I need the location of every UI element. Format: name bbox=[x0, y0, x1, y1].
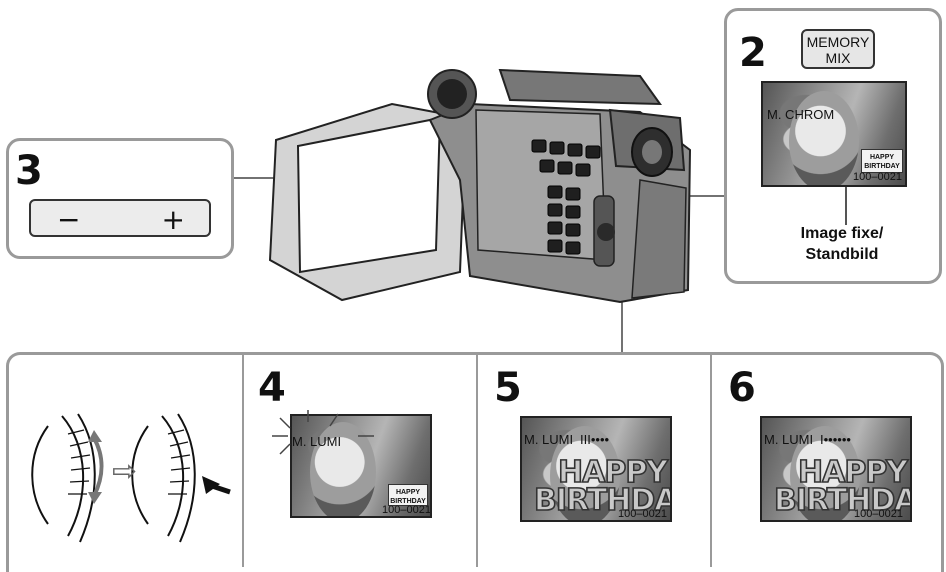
divider-3 bbox=[710, 352, 712, 567]
step-number: 3 bbox=[15, 151, 43, 191]
level-indicator: I•••••• bbox=[820, 432, 851, 447]
memory-mix-line1: MEMORY bbox=[803, 34, 873, 50]
caption-line2: Standbild bbox=[757, 244, 927, 265]
blink-indicator bbox=[268, 408, 378, 458]
image-counter: 100–0021 bbox=[382, 504, 431, 516]
preview-image: M. CHROM HAPPY BIRTHDAY 100–0021 bbox=[761, 81, 907, 187]
birthday-card: HAPPY BIRTHDAY bbox=[861, 149, 903, 173]
plus-label: + bbox=[162, 203, 185, 236]
memory-mix-line2: MIX bbox=[803, 50, 873, 66]
divider-2 bbox=[476, 352, 478, 567]
birthday-card: HAPPY BIRTHDAY bbox=[388, 484, 428, 506]
step-2-panel: 2 MEMORY MIX M. CHROM HAPPY BIRTHDAY 100… bbox=[724, 8, 942, 284]
caption-line1: Image fixe/ bbox=[757, 223, 927, 244]
image-counter: 100–0021 bbox=[618, 508, 667, 520]
minus-label: − bbox=[57, 203, 80, 236]
overlay-label: M. LUMI bbox=[524, 432, 573, 447]
image-counter: 100–0021 bbox=[854, 508, 903, 520]
plus-minus-rocker[interactable]: − + bbox=[29, 199, 211, 237]
step-number: 5 bbox=[494, 368, 522, 408]
level-indicator: III•••• bbox=[580, 432, 609, 447]
preview-image: M. LUMI III•••• HAPPY BIRTHDAY 100–0021 bbox=[520, 416, 672, 522]
step-number: 2 bbox=[739, 33, 767, 73]
card-line2: BIRTHDAY bbox=[862, 162, 902, 171]
step-3-panel: 3 − + bbox=[6, 138, 234, 259]
image-counter: 100–0021 bbox=[853, 171, 902, 183]
caption: Image fixe/ Standbild bbox=[757, 223, 927, 265]
girl-photo bbox=[789, 91, 859, 187]
card-line1: HAPPY bbox=[862, 153, 902, 162]
overlay-label: M. LUMI bbox=[764, 432, 813, 447]
step-number: 6 bbox=[728, 368, 756, 408]
step-number: 4 bbox=[258, 368, 286, 408]
dial-arrow: ⇨ bbox=[112, 454, 137, 489]
overlay-label: M. CHROM bbox=[767, 107, 834, 122]
memory-mix-button[interactable]: MEMORY MIX bbox=[801, 29, 875, 69]
caption-leader-line bbox=[845, 187, 847, 225]
preview-image: M. LUMI I•••••• HAPPY BIRTHDAY 100–0021 bbox=[760, 416, 912, 522]
card-line1: HAPPY bbox=[389, 488, 427, 497]
